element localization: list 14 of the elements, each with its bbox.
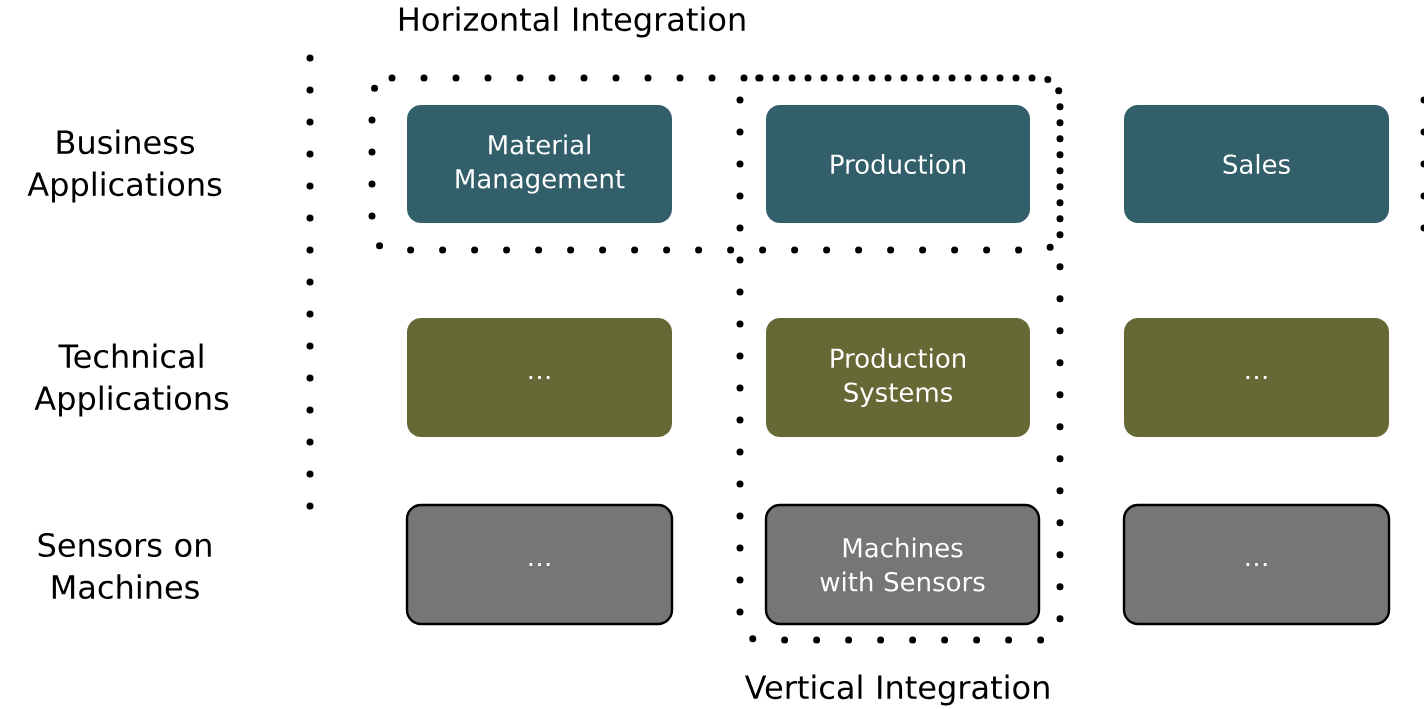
application-box: Material Management: [407, 105, 672, 223]
integration-label: Vertical Integration: [744, 674, 1049, 706]
row-label: Sensors on Machines: [38, 532, 211, 600]
integration-label: Horizontal Integration: [399, 6, 745, 38]
application-box: …: [405, 503, 674, 626]
application-box: Production Systems: [766, 318, 1030, 437]
application-box: …: [407, 318, 672, 437]
application-box: Production: [766, 105, 1030, 223]
application-box: …: [1124, 318, 1389, 437]
row-label: Business Applications: [27, 129, 222, 203]
row-label: Technical Applications: [34, 343, 229, 417]
application-box: Sales: [1124, 105, 1389, 223]
application-box: Machines with Sensors: [764, 503, 1041, 626]
application-box: …: [1122, 503, 1391, 626]
